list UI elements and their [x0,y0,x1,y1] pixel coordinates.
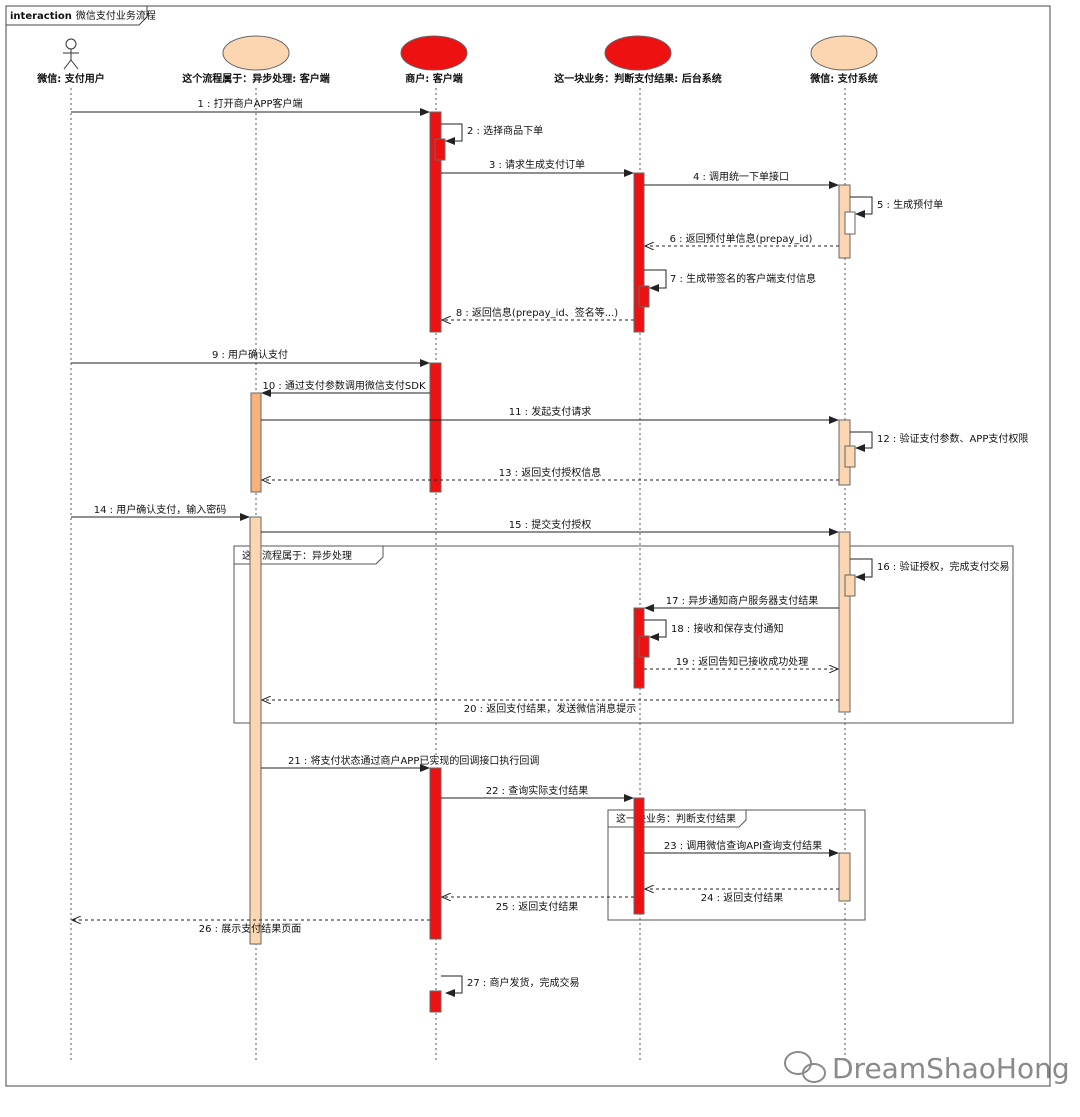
message-7-arrow [644,269,667,292]
activation-client [429,767,442,940]
message-27-arrow [441,975,463,997]
message-12-label: 12 : 验证支付参数、APP支付权限 [877,432,1028,445]
message-11-label: 11 : 发起支付请求 [509,405,591,418]
message-21-label: 21 : 将支付状态通过商户APP已实现的回调接口执行回调 [288,754,539,767]
wechat-icon [784,1051,826,1083]
message-5-label: 5 : 生成预付单 [877,198,943,211]
activation-client-nested [434,138,446,161]
frame-name: 微信支付业务流程 [76,9,156,22]
message-24-label: 24 : 返回支付结果 [701,891,783,904]
message-2-arrow [441,123,463,145]
message-22-label: 22 : 查询实际支付结果 [486,784,588,797]
head-client [400,35,468,71]
participant-label-wxpay: 微信: 支付系统 [809,72,877,85]
activation-async [249,516,262,945]
head-async [222,35,290,71]
message-25-label: 25 : 返回支付结果 [496,900,578,913]
message-3-label: 3 : 请求生成支付订单 [489,158,585,171]
activation-wxpay-nested [844,574,856,597]
activation-async [250,392,262,493]
activation-wxpay [838,852,851,902]
message-20-label: 20 : 返回支付结果，发送微信消息提示 [464,702,636,715]
activations [249,111,856,1013]
participant-label-user: 微信: 支付用户 [36,72,104,85]
activation-wxpay-nested [844,445,856,468]
message-10-label: 10 : 通过支付参数调用微信支付SDK [262,379,425,392]
activation-client [429,111,442,333]
frame-title: interaction 微信支付业务流程 [10,9,156,22]
message-1-label: 1 : 打开商户APP客户端 [198,97,303,110]
message-9-label: 9 : 用户确认支付 [212,348,288,361]
message-5-arrow [850,196,873,218]
activation-client [429,990,442,1013]
message-23-label: 23 : 调用微信查询API查询支付结果 [664,839,822,852]
fragment-verify-label: 这一块业务：判断支付结果 [616,812,736,825]
message-18-label: 18 : 接收和保存支付通知 [671,622,783,635]
message-4-label: 4 : 调用统一下单接口 [693,170,789,183]
message-17-label: 17 : 异步通知商户服务器支付结果 [666,594,818,607]
message-7-label: 7 : 生成带签名的客户端支付信息 [670,272,816,285]
activation-server [633,172,645,333]
participant-label-client: 商户: 客户端 [405,72,462,85]
message-27-label: 27 : 商户发货，完成交易 [467,976,579,989]
fragment-async-label: 这个流程属于：异步处理 [242,549,352,562]
message-14-label: 14 : 用户确认支付，输入密码 [94,503,226,516]
watermark: DreamShaoHong [784,1051,1070,1085]
head-server [604,35,672,71]
participant-label-async: 这个流程属于：异步处理: 客户端 [182,72,329,85]
actor-user [63,38,79,70]
message-13-label: 13 : 返回支付授权信息 [499,466,601,479]
activation-wxpay-nested [844,211,856,235]
message-6-label: 6 : 返回预付单信息(prepay_id) [670,232,813,245]
activation-wxpay [838,531,851,713]
head-wxpay [810,35,878,71]
message-18-arrow [644,619,667,641]
frame-tab [5,5,148,26]
message-8-label: 8 : 返回信息(prepay_id、签名等...) [456,306,618,319]
messages: 1 : 打开商户APP客户端 2 : 选择商品下单 3 : 请求生成支付订单 4… [71,97,1028,997]
message-19-label: 19 : 返回告知已接收成功处理 [676,655,808,668]
activation-server-nested [638,635,650,658]
message-12-arrow [850,431,873,452]
watermark-text: DreamShaoHong [832,1052,1070,1085]
activation-server-nested [638,285,650,308]
message-26-label: 26 : 展示支付结果页面 [199,922,301,935]
message-16-label: 16 : 验证授权，完成支付交易 [877,560,1009,573]
message-16-arrow [850,558,873,581]
fragment-async: 这个流程属于：异步处理 [233,545,1014,724]
interaction-frame [5,5,1051,1087]
activation-server [633,797,645,915]
message-2-label: 2 : 选择商品下单 [467,124,543,137]
frame-keyword: interaction [10,11,72,22]
participant-label-server: 这一块业务：判断支付结果: 后台系统 [554,72,721,85]
message-15-label: 15 : 提交支付授权 [509,518,591,531]
activation-client [429,362,442,493]
